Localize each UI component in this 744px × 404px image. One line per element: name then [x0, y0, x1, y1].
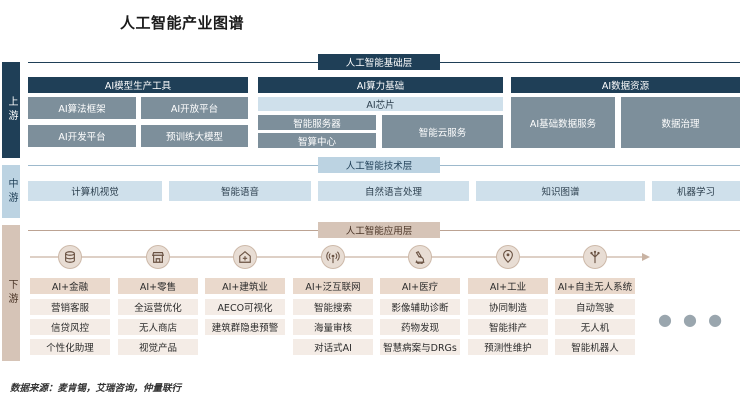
category-head: AI+自主无人系统 — [555, 278, 635, 294]
category-item: 自动驾驶 — [555, 299, 635, 315]
speech-box: 智能语音 — [169, 181, 311, 201]
category-item: 信贷风控 — [30, 319, 110, 335]
microscope-icon — [408, 245, 432, 269]
ai-dev-platform-box: AI开发平台 — [28, 125, 136, 147]
category-item: 智能排产 — [468, 319, 548, 335]
ai-chip-box: AI芯片 — [258, 97, 503, 111]
smart-cloud-box: 智能云服务 — [382, 115, 503, 148]
category-head: AI+建筑业 — [205, 278, 285, 294]
category-item: 智能机器人 — [555, 339, 635, 355]
category-item: AECO可视化 — [205, 299, 285, 315]
category-item: 营销客服 — [30, 299, 110, 315]
computing-center-box: 智算中心 — [258, 133, 376, 148]
category-item: 个性化助理 — [30, 339, 110, 355]
category-item: 药物发现 — [380, 319, 460, 335]
category-item: 全运营优化 — [118, 299, 198, 315]
category-item: 预测性维护 — [468, 339, 548, 355]
category-item: 协同制造 — [468, 299, 548, 315]
base-layer-label: 人工智能基础层 — [318, 54, 440, 70]
compute-header: AI算力基础 — [258, 77, 503, 93]
upstream-side-label: 上游 — [2, 62, 20, 158]
location-pin-icon — [496, 245, 520, 269]
category-item: 视觉产品 — [118, 339, 198, 355]
model-tools-header: AI模型生产工具 — [28, 77, 248, 93]
ai-open-platform-box: AI开放平台 — [141, 97, 248, 119]
category-item: 建筑群隐患预警 — [205, 319, 285, 335]
tech-layer-label: 人工智能技术层 — [318, 157, 440, 173]
coins-icon — [58, 245, 82, 269]
category-head: AI+泛互联网 — [293, 278, 373, 294]
category-item: 智能搜索 — [293, 299, 373, 315]
category-head: AI+零售 — [118, 278, 198, 294]
pretrained-model-box: 预训练大模型 — [141, 125, 248, 147]
app-layer-label: 人工智能应用层 — [318, 222, 440, 238]
circuit-tree-icon — [583, 245, 607, 269]
building-plus-icon — [233, 245, 257, 269]
category-item: 无人机 — [555, 319, 635, 335]
ai-framework-box: AI算法框架 — [28, 97, 136, 119]
category-head: AI+工业 — [468, 278, 548, 294]
downstream-side-label: 下游 — [2, 225, 20, 361]
data-resources-header: AI数据资源 — [511, 77, 740, 93]
midstream-side-label: 中游 — [2, 165, 20, 218]
more-indicator: ● ● ● — [658, 310, 726, 329]
data-governance-box: 数据治理 — [621, 97, 740, 148]
category-item: 海量审核 — [293, 319, 373, 335]
smart-server-box: 智能服务器 — [258, 115, 376, 130]
category-item: 对话式AI — [293, 339, 373, 355]
knowledge-graph-box: 知识图谱 — [476, 181, 645, 201]
category-item: 智慧病案与DRGs — [380, 339, 460, 355]
category-item: 无人商店 — [118, 319, 198, 335]
storefront-icon — [146, 245, 170, 269]
signal-icon — [321, 245, 345, 269]
nlp-box: 自然语言处理 — [318, 181, 469, 201]
category-head: AI+金融 — [30, 278, 110, 294]
data-source-note: 数据来源：麦肯锡，艾瑞咨询，仲量联行 — [10, 383, 182, 394]
category-head: AI+医疗 — [380, 278, 460, 294]
category-item: 影像辅助诊断 — [380, 299, 460, 315]
computer-vision-box: 计算机视觉 — [28, 181, 162, 201]
basic-data-service-box: AI基础数据服务 — [511, 97, 615, 148]
page-title: 人工智能产业图谱 — [120, 14, 245, 32]
machine-learning-box: 机器学习 — [652, 181, 740, 201]
